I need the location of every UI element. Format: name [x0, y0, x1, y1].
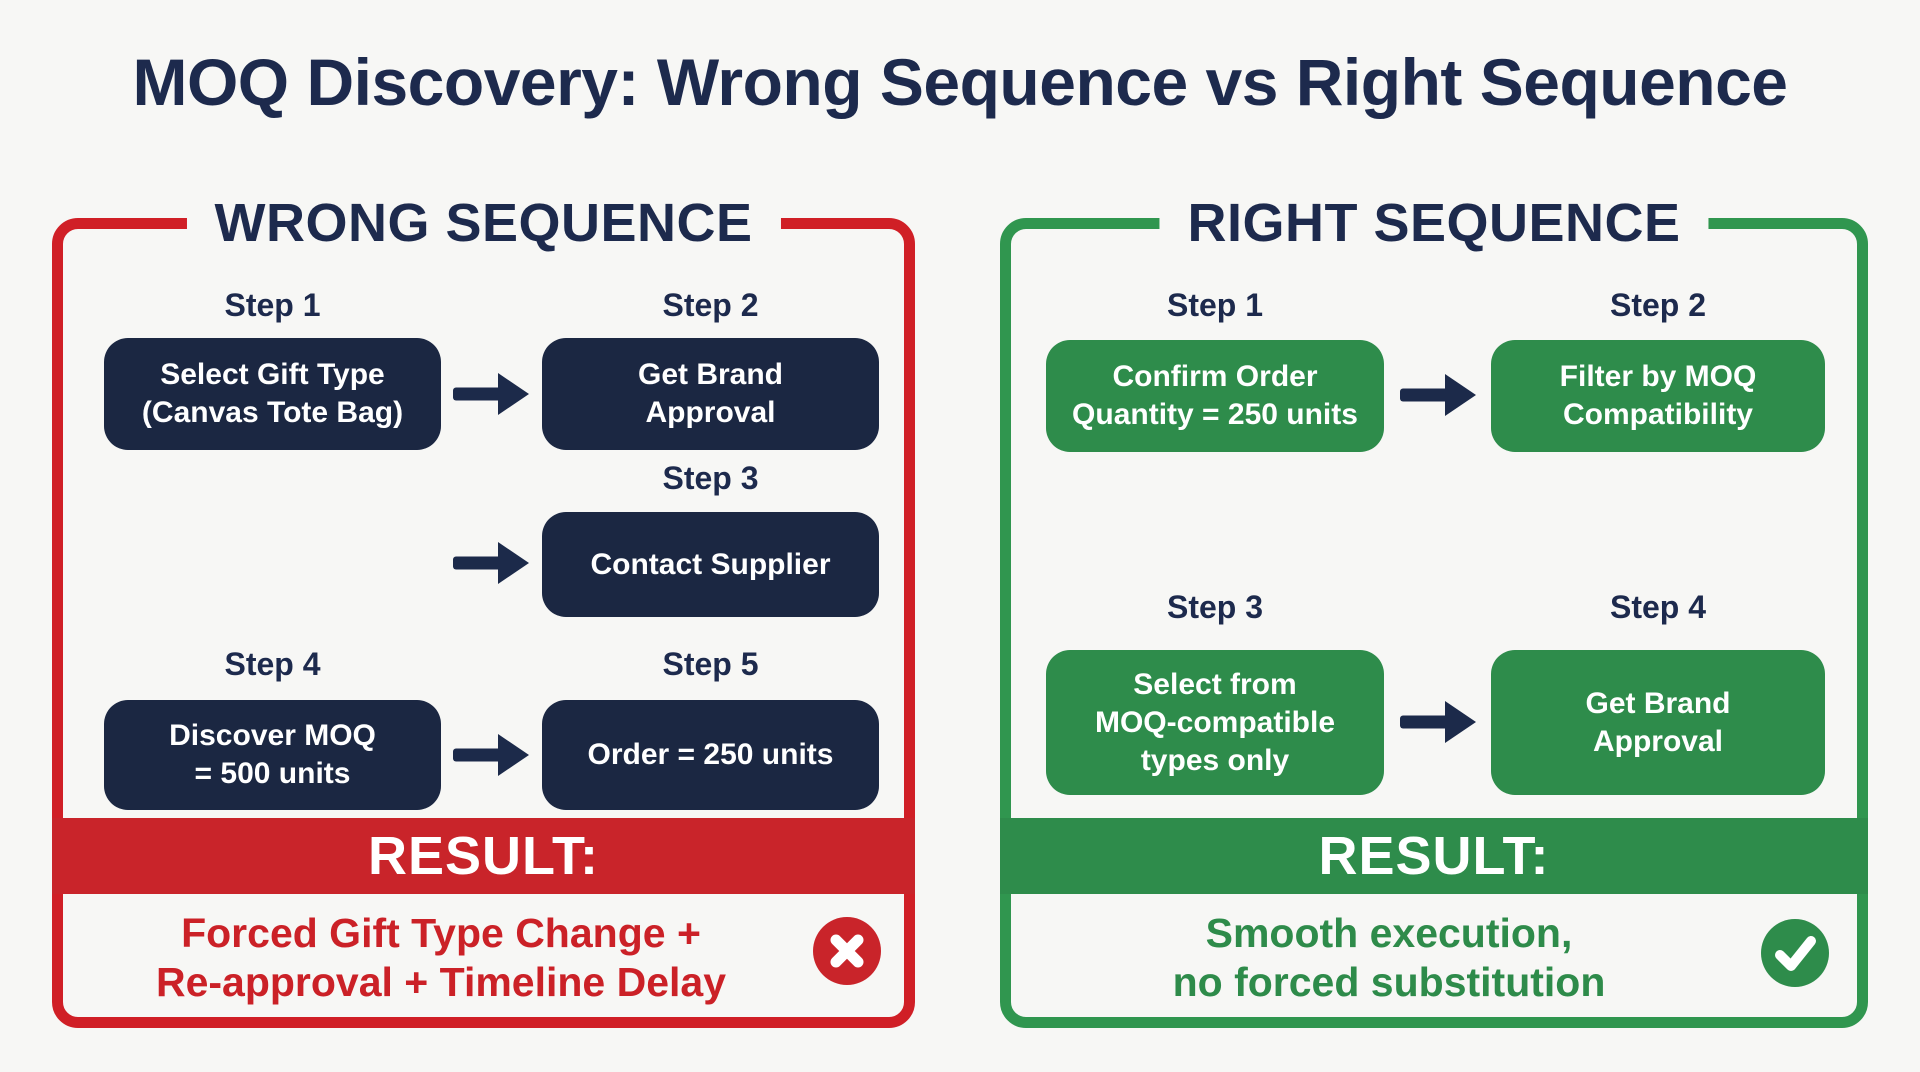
step-text: (Canvas Tote Bag): [141, 396, 404, 429]
step-text: = 500 units: [194, 757, 351, 790]
step-text: types only: [1140, 743, 1290, 777]
result-line: Smooth execution,: [1205, 910, 1573, 956]
result-line: Re-approval + Timeline Delay: [155, 959, 727, 1005]
result-line: no forced substitution: [1172, 959, 1606, 1005]
right-sequence-header: RIGHT SEQUENCE: [1159, 187, 1709, 259]
step-text: Order = 250 units: [587, 738, 834, 771]
step-text: Approval: [1592, 724, 1724, 758]
step-text: Get Brand: [1585, 686, 1731, 720]
step-text: Discover MOQ: [169, 719, 376, 752]
step-text: Approval: [645, 396, 776, 429]
arrow-right-icon: [453, 542, 529, 584]
wrong-step4-label: Step 4: [224, 646, 321, 682]
right-step1-box: Confirm Order Quantity = 250 units: [1046, 340, 1384, 452]
wrong-sequence-header: WRONG SEQUENCE: [186, 187, 781, 259]
arrow-right-icon: [453, 734, 529, 776]
right-step2-box: Filter by MOQ Compatibility: [1491, 340, 1825, 452]
right-step4-label: Step 4: [1609, 589, 1707, 625]
arrow-right-icon: [1400, 374, 1476, 416]
wrong-step1-label: Step 1: [224, 287, 321, 323]
result-label: RESULT:: [1318, 826, 1550, 886]
right-step3-box: Select from MOQ-compatible types only: [1046, 650, 1384, 795]
right-result-text: Smooth execution, no forced substitution: [1039, 909, 1739, 1007]
step-text: Filter by MOQ: [1559, 360, 1757, 393]
wrong-step5-box: Order = 250 units: [542, 700, 879, 810]
page-title: MOQ Discovery: Wrong Sequence vs Right S…: [132, 45, 1788, 119]
step-text: Quantity = 250 units: [1072, 398, 1358, 431]
step-text: Confirm Order: [1112, 360, 1318, 393]
wrong-step2-label: Step 2: [662, 287, 759, 323]
right-step4-box: Get Brand Approval: [1491, 650, 1825, 795]
wrong-step1-box: Select Gift Type (Canvas Tote Bag): [104, 338, 441, 450]
wrong-step3-box: Contact Supplier: [542, 512, 879, 617]
step-text: Contact Supplier: [590, 547, 831, 581]
right-step3-label: Step 3: [1166, 589, 1264, 625]
wrong-step5-label: Step 5: [662, 646, 759, 682]
step-text: Get Brand: [637, 358, 784, 391]
wrong-sequence-panel: WRONG SEQUENCE Step 1 Select Gift Type (…: [52, 187, 915, 1028]
right-step1-label: Step 1: [1166, 287, 1264, 323]
arrow-right-icon: [453, 373, 529, 415]
step-text: MOQ-compatible: [1094, 705, 1335, 739]
x-circle-icon: [813, 917, 881, 985]
right-sequence-panel: RIGHT SEQUENCE Step 1 Confirm Order Quan…: [1000, 187, 1868, 1028]
arrow-right-icon: [1400, 701, 1476, 743]
wrong-result-text: Forced Gift Type Change + Re-approval + …: [91, 909, 791, 1007]
result-line: Forced Gift Type Change +: [181, 910, 701, 956]
wrong-step4-box: Discover MOQ = 500 units: [104, 700, 441, 810]
step-text: Select from: [1133, 667, 1297, 701]
right-result-band: RESULT:: [1000, 818, 1868, 894]
wrong-step3-label: Step 3: [662, 460, 759, 496]
right-step2-label: Step 2: [1609, 287, 1707, 323]
step-text: Compatibility: [1562, 398, 1753, 431]
wrong-step2-box: Get Brand Approval: [542, 338, 879, 450]
result-label: RESULT:: [368, 826, 599, 886]
check-circle-icon: [1761, 919, 1829, 987]
wrong-result-band: RESULT:: [52, 818, 915, 894]
step-text: Select Gift Type: [160, 358, 385, 391]
